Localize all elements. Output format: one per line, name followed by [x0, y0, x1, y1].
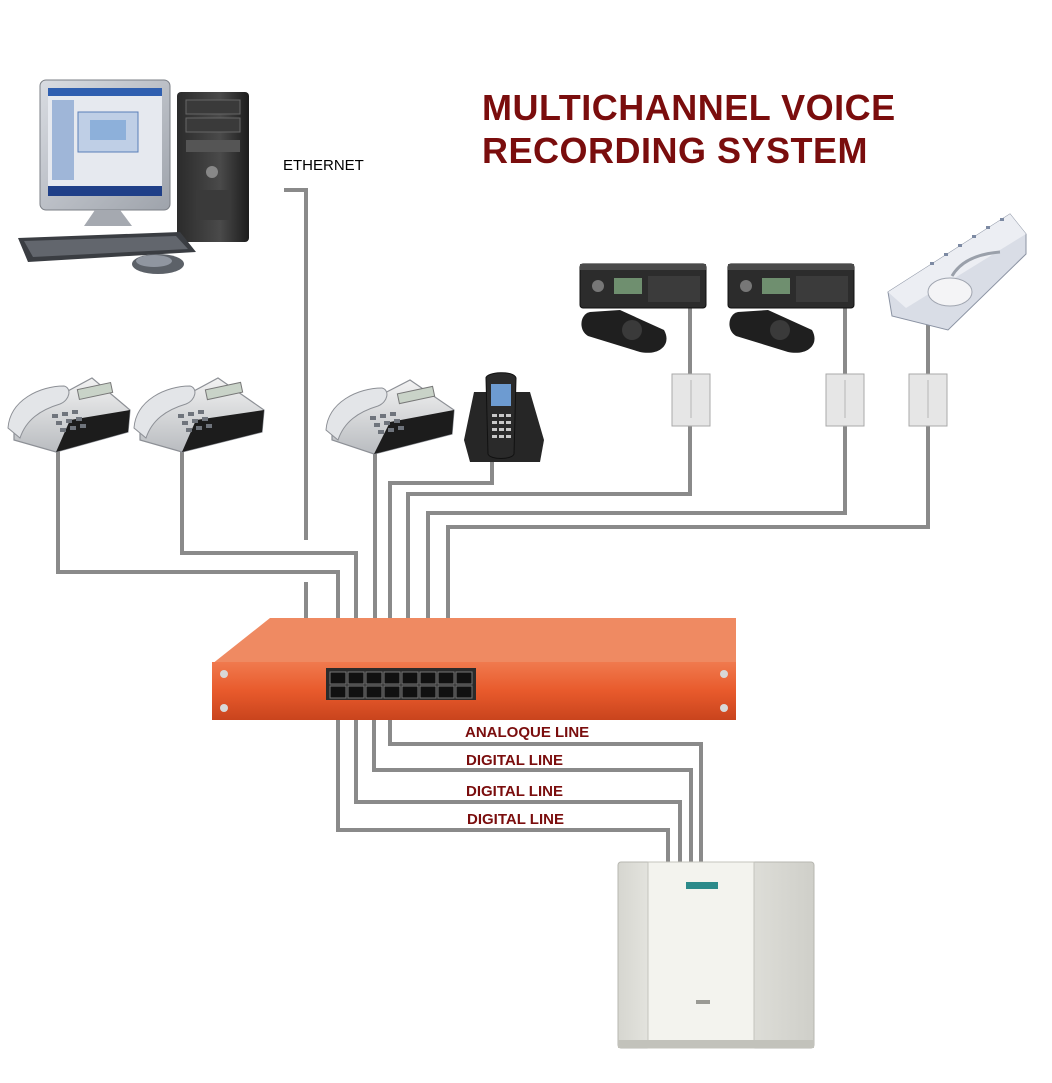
title-line-2: RECORDING SYSTEM	[482, 130, 869, 171]
ethernet-cable	[284, 188, 308, 540]
cable-line-3	[354, 695, 682, 862]
cable-cordless	[388, 462, 494, 675]
cable-line-2	[372, 695, 693, 862]
computer	[18, 79, 249, 274]
line-label-2: DIGITAL LINE	[466, 752, 563, 769]
cable-desk-mic	[446, 425, 930, 675]
cable-line-1	[388, 695, 703, 862]
line-label-4: DIGITAL LINE	[467, 811, 564, 828]
recorder-unit	[212, 618, 736, 720]
cordless-phone	[464, 372, 544, 462]
cable-line-4	[336, 695, 670, 862]
radio-2	[727, 263, 855, 353]
ethernet-label: ETHERNET	[283, 157, 364, 174]
desk-microphone	[887, 213, 1027, 331]
desk-phone-3	[325, 379, 455, 455]
interface-boxes	[671, 373, 948, 427]
title-line-1: MULTICHANNEL VOICE	[482, 87, 896, 128]
diagram-title: MULTICHANNEL VOICE RECORDING SYSTEM	[482, 86, 896, 172]
cable-phone-2	[180, 450, 358, 675]
desk-phone-2	[133, 377, 265, 453]
pbx	[617, 861, 815, 1049]
cable-radio-1	[406, 425, 692, 675]
cable-radio-2	[426, 425, 847, 675]
line-label-3: DIGITAL LINE	[466, 783, 563, 800]
radio-1	[579, 263, 707, 353]
desk-phone-1	[7, 377, 131, 453]
line-label-1: ANALOQUE LINE	[465, 724, 590, 741]
